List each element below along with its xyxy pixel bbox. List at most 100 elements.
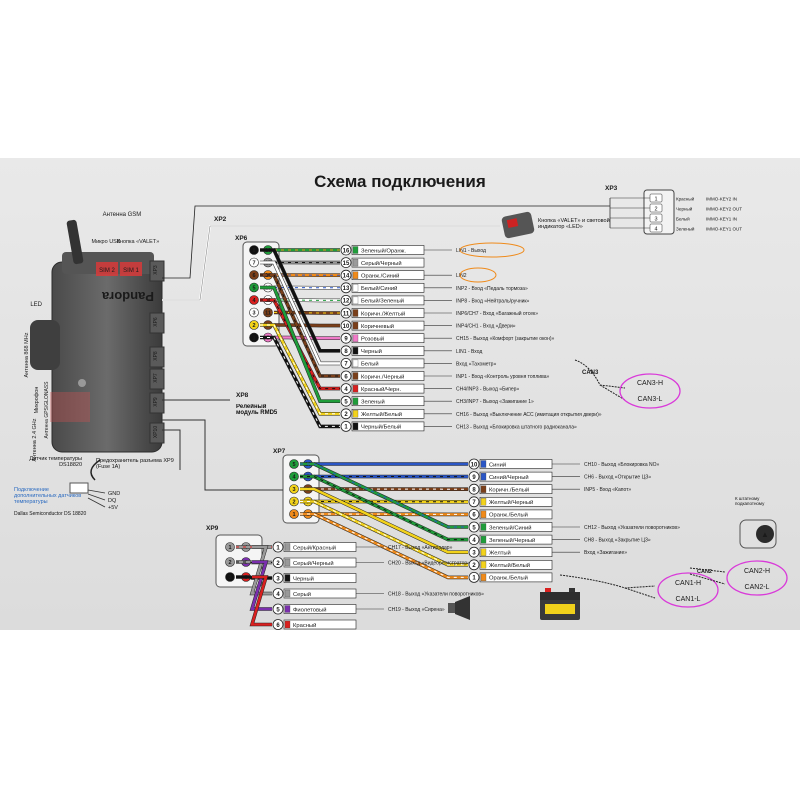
xp7-function-label: INP5 - Вход «Капот» <box>584 487 631 493</box>
unit-port-label: XP3 <box>153 265 159 275</box>
xp7-pin <box>289 471 299 482</box>
xp6-pin-number: 6 <box>252 273 255 279</box>
xp9-label: XP9 <box>206 525 219 532</box>
xp7-label: XP7 <box>273 448 286 455</box>
xp7-row-pin-number: 8 <box>472 488 476 494</box>
xp7-row-pin <box>468 559 480 571</box>
xp3-wire-label: Черный <box>676 206 693 212</box>
can2-h-label: CAN2-H <box>744 568 770 575</box>
can3-label: CAN3 <box>582 370 599 376</box>
xp7-wire-label: Оранж./Белый <box>489 512 528 519</box>
xp7-wire-label: Желтый <box>489 550 511 557</box>
xp9-function-label: CH18 - Выход «Указатели поворотников» <box>388 592 484 598</box>
sim2-label: SIM 2 <box>99 268 115 274</box>
can2-label: CAN2 <box>697 569 712 575</box>
xp6-row-pin <box>340 332 352 344</box>
xp7-pin <box>289 484 299 494</box>
xp3-wire-label: Зеленый <box>676 226 695 232</box>
xp6-row-pin <box>340 320 352 332</box>
xp9-wire <box>250 575 272 626</box>
xp6-row-pin-number: 1 <box>344 425 348 431</box>
xp3-pin-number: 2 <box>654 207 657 213</box>
xp9-row-pin <box>272 541 284 553</box>
xp6-row-pin-number: 7 <box>344 362 348 368</box>
rmd5-label: Релейный модуль RMD5 <box>236 404 278 416</box>
xp6-row-pin-number: 10 <box>343 324 350 330</box>
xp7-function-label: CH8 - Выход «Закрытие ЦЗ» <box>584 538 651 544</box>
xp6-wire-label: Коричневый <box>361 323 394 330</box>
xp6-row-pin-number: 8 <box>344 349 348 355</box>
xp6-connector <box>242 241 280 347</box>
xp7-pin <box>289 459 299 469</box>
gsm-antenna <box>66 219 84 265</box>
xp6-function-label: LIN1 - Вход <box>456 349 482 355</box>
xp7-row-pin <box>468 546 480 558</box>
unit-port-label: XP10 <box>153 426 159 438</box>
xp7-function-label: Вход «Зажигание» <box>584 550 627 556</box>
xp7-pin-number: 3 <box>292 487 295 493</box>
xp7-wire-box <box>479 572 553 583</box>
unit-port <box>149 422 165 444</box>
xp9-row-pin-number: 5 <box>276 607 280 613</box>
xp6-wire-label: Серый/Черный <box>361 260 402 267</box>
xp6-function-label: INP1 - Вход «Контроль уровня топлива» <box>456 374 549 380</box>
xp3-function-label: IMMO-KEY1 IN <box>706 217 737 222</box>
xp3-function-label: IMMO-KEY2 IN <box>706 197 737 202</box>
xp7-wire-label: Коричн./Белый <box>489 487 529 494</box>
antenna-gsm-label: Антенна GSM <box>103 212 142 218</box>
xp7-row-pin-number: 3 <box>472 551 476 557</box>
unit-port-label: XP9 <box>153 397 159 407</box>
antenna-24-label: Антенна 2.4 GHz <box>32 418 38 461</box>
xp6-wire-label: Коричн./Желтый <box>361 310 405 317</box>
xp6-row-pin <box>340 408 352 420</box>
xp6-row-pin <box>340 269 352 281</box>
temp-sensor <box>69 459 101 494</box>
plus5-label: +5V <box>108 505 118 511</box>
xp7-row-pin-number: 1 <box>472 576 476 582</box>
unit-port <box>149 346 165 368</box>
xp6-row-pin-number: 14 <box>343 274 350 280</box>
xp9-function-label: CH17 - Выход «Антирадар» <box>388 545 453 551</box>
xp6-pin <box>263 307 273 318</box>
xp9-wire-box <box>283 619 357 630</box>
unit-port-label: XP7 <box>153 373 159 383</box>
xp6-pin <box>249 282 259 293</box>
xp6-wire <box>260 286 340 403</box>
xp7-row-pin <box>468 458 480 470</box>
xp9-pin <box>225 557 235 567</box>
xp7-wire <box>300 487 468 554</box>
xp6-wire-label: Красный/Черн. <box>361 386 401 393</box>
xp6-pin-number: 2 <box>252 323 255 329</box>
xp6-row-pin <box>340 357 352 369</box>
xp7-row-pin-number: 4 <box>472 538 476 544</box>
xp6-pin <box>249 332 259 343</box>
xp6-row-pin <box>340 345 352 357</box>
xp6-wire-label: Белый <box>361 361 379 368</box>
xp6-row-pin <box>340 395 352 407</box>
xp6-row-pin <box>340 294 352 306</box>
xp9-row-pin <box>272 619 284 630</box>
xp6-pin-number: 11 <box>265 311 271 317</box>
xp6-wire-label: Зеленый <box>361 399 385 406</box>
valet-button-label: Кнопка «VALET» <box>117 239 160 245</box>
xp6-row-pin <box>340 420 352 432</box>
xp7-function-label: CH12 - Выход «Указатели поворотников» <box>584 525 680 531</box>
lin1-highlight <box>459 242 525 258</box>
xp6-label: XP6 <box>235 235 248 242</box>
xp3-wire-label: Белый <box>676 216 690 222</box>
xp6-wire-stripe <box>260 274 340 377</box>
wiring-diagram: Схема подключения SIM 2 SIM 1 Pandora XP… <box>0 158 800 630</box>
antenna-gps-label: Антенна GPS/GLONASS <box>44 381 50 439</box>
xp6-pin <box>249 245 259 255</box>
xp6-wire-label: Зеленый/Оранж. <box>361 247 406 254</box>
xp9-wire-label: Серый/Черный <box>293 560 334 567</box>
xp9-wire-label: Фиолетовый <box>293 606 326 613</box>
xp7-pin <box>289 509 299 519</box>
battery-icon <box>540 588 580 620</box>
can3-l-label: CAN3-L <box>638 396 663 403</box>
xp9-function-label: CH20 - Выход «Видеорегистратор» <box>388 561 470 567</box>
xp2-label: XP2 <box>214 216 227 223</box>
hood-switch-icon: ▲ <box>739 519 777 549</box>
svg-text:▲: ▲ <box>761 530 769 539</box>
